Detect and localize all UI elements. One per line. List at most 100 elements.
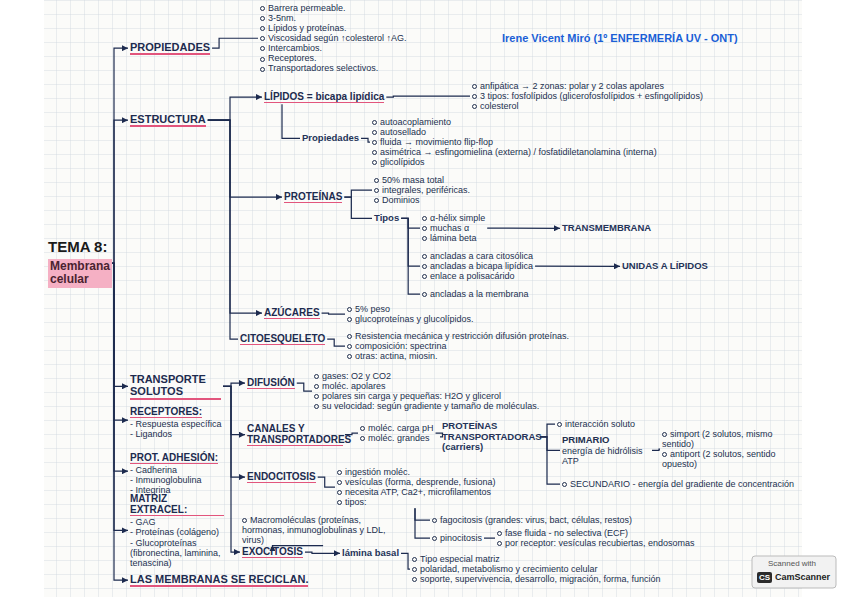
node-text: composición: spectrina xyxy=(347,341,569,351)
scanner-badge xyxy=(752,556,836,588)
node-text: otras: actina, miosin. xyxy=(347,351,569,361)
connector xyxy=(401,218,420,228)
subtopic-heading: CITOESQUELETO xyxy=(238,332,327,346)
node-text: - Proteínas (colágeno) xyxy=(130,527,224,537)
note-list: autoacoplamientoautoselladofluida → movi… xyxy=(370,116,659,168)
branch-heading: TRANSPORTE SOLUTOS xyxy=(128,372,223,401)
connector xyxy=(401,218,420,294)
connector xyxy=(223,386,245,477)
connector xyxy=(540,437,560,484)
node-text: LAS MEMBRANAS SE RECICLAN. xyxy=(130,573,308,587)
node-text: Viscosidad según ↑colesterol ↑AG. xyxy=(260,33,406,43)
node-text: asimétrica → esfingomielina (externa) / … xyxy=(372,147,657,157)
note-item: ancladas a la membrana xyxy=(420,288,531,300)
node-text: autoacoplamiento xyxy=(372,117,657,127)
connector xyxy=(110,263,128,471)
note-list: 5% pesoglucoproteínas y glucolípidos. xyxy=(345,303,476,325)
paper-grid xyxy=(44,0,802,597)
connector xyxy=(110,263,128,386)
node-text: Membrana celular xyxy=(48,259,112,288)
node-text: SECUNDARIO - energía del gradiente de co… xyxy=(562,479,794,489)
node-text: Intercambios. xyxy=(260,43,406,53)
node-text: integrales, periféricas. xyxy=(374,185,470,195)
node-text: necesita ATP, Ca2+, microfilamentos xyxy=(337,487,496,497)
central-topic: TEMA 8: Membrana celular xyxy=(46,238,110,289)
node-text: PROPIEDADES xyxy=(130,41,210,55)
note-item: pinocitosis xyxy=(430,532,484,544)
node-text: Tipo especial matriz xyxy=(412,554,661,564)
note-list: fase fluida - no selectiva (ECF)por rece… xyxy=(495,527,697,549)
node-text: TEMA 8: xyxy=(48,239,108,256)
subtopic-heading: LÍPIDOS = bicapa lipídica xyxy=(262,90,386,104)
note-list: ancladas a cara citosólicaancladas a bic… xyxy=(420,250,535,282)
node-text: PROTEÍNAS TRANSPORTADORAS (carriers) xyxy=(442,421,538,453)
connector xyxy=(110,263,128,420)
node-text: enlace a polisacárido xyxy=(422,271,533,281)
subtopic-heading: DIFUSIÓN xyxy=(245,376,297,390)
note-list: α-hélix simplemuchas αlámina beta xyxy=(420,212,487,244)
connector xyxy=(110,263,128,580)
connector xyxy=(282,104,300,138)
node-text: - Cadherina xyxy=(130,465,218,475)
connector xyxy=(110,120,128,263)
note-item: SECUNDARIO - energía del gradiente de co… xyxy=(560,478,796,490)
connector xyxy=(401,218,420,266)
node-text: TRANSMEMBRANA xyxy=(562,223,651,234)
scanner-logo: CS xyxy=(757,572,772,583)
node-text: pinocitosis xyxy=(432,533,482,543)
node-text: ancladas a cara citosólica xyxy=(422,251,533,261)
category-label: TRANSMEMBRANA xyxy=(560,222,653,235)
note-list: ingestión moléc.vesículas (forma, despre… xyxy=(335,466,498,508)
category-label: lámina basal xyxy=(340,547,401,560)
node-text: 50% masa total xyxy=(374,175,470,185)
connector xyxy=(223,386,245,434)
branch-heading: LAS MEMBRANAS SE RECICLAN. xyxy=(128,572,310,588)
subtopic-heading: CANALES Y TRANSPORTADORES xyxy=(245,422,345,447)
subtopic-heading: ENDOCITOSIS xyxy=(245,470,318,484)
connector xyxy=(415,508,430,520)
connector xyxy=(110,263,128,530)
node-text: TRANSPORTE SOLUTOS xyxy=(130,373,221,400)
connector xyxy=(487,228,560,229)
node-text: CITOESQUELETO xyxy=(240,333,325,345)
subtopic-label: Propiedades xyxy=(300,132,361,145)
node-text: polares sin carga y pequeñas: H2O y glic… xyxy=(314,391,539,401)
connector xyxy=(297,383,312,391)
node-text: glucoproteínas y glucolípidos. xyxy=(347,314,474,324)
node-text: DIFUSIÓN xyxy=(247,377,295,389)
note-item: Macromoléculas (proteínas, hormonas, inm… xyxy=(240,514,405,546)
node-text: - Ligandos xyxy=(130,429,222,439)
connector xyxy=(361,138,370,142)
node-text: lámina basal xyxy=(342,548,399,559)
node-text: muchas α xyxy=(422,223,485,233)
node-text: PRIMARIO xyxy=(562,435,650,446)
node-text: - Glucoproteínas (fibronectina, laminina… xyxy=(130,538,224,568)
node-text: moléc. carga pH xyxy=(360,423,434,433)
subtopic-heading: AZÚCARES xyxy=(262,306,322,320)
connector xyxy=(386,96,470,98)
node-text: ancladas a bicapa lipídica xyxy=(422,261,533,271)
connector xyxy=(436,433,443,437)
node-text: ingestión moléc. xyxy=(337,467,496,477)
node-text: gases: O2 y CO2 xyxy=(314,371,539,381)
node-text: lámina beta xyxy=(422,233,485,243)
node-text: CANALES Y TRANSPORTADORES xyxy=(247,423,343,446)
node-text: Tipos xyxy=(374,213,399,224)
node-text: PROT. ADHESIÓN: xyxy=(130,452,218,464)
branch-group: MATRIZ EXTRACEL:- GAG- Proteínas (coláge… xyxy=(128,492,226,569)
note-list: anfipática → 2 zonas: polar y 2 colas ap… xyxy=(470,80,705,112)
note-item: interacción soluto xyxy=(555,418,637,430)
branch-heading: ESTRUCTURA xyxy=(128,112,208,128)
node-text: AZÚCARES xyxy=(264,307,320,319)
branch-group: RECEPTORES:- Respuesta específica- Ligan… xyxy=(128,400,224,440)
subtopic-heading: PROTEÍNAS xyxy=(282,190,344,204)
node-text: - GAG xyxy=(130,517,224,527)
node-text: Receptores. xyxy=(260,53,406,63)
node-text: Transportadores selectivos. xyxy=(260,63,406,73)
property-list: Barrera permeable.3-5nm.Lípidos y proteí… xyxy=(258,2,408,75)
connector xyxy=(305,552,340,553)
note-list: 50% masa totalintegrales, periféricas.Do… xyxy=(372,174,472,206)
node-text: fagocitosis (grandes: virus, bact, célul… xyxy=(432,515,632,525)
subtopic-heading: EXOCITOSIS xyxy=(240,545,305,559)
connector xyxy=(652,449,660,450)
